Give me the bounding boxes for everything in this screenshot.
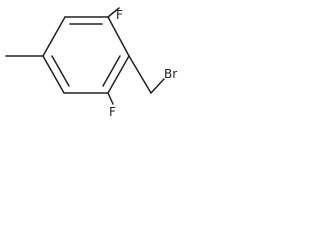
ring-bond-lower-left: [42, 55, 65, 94]
double-bond-right: [102, 55, 121, 87]
double-bond-left: [51, 55, 70, 87]
ring-bond-upper-right: [107, 16, 130, 57]
bond-to-bottom-fluorine: [107, 92, 114, 105]
benzylic-bond: [128, 55, 152, 94]
bond-to-top-fluorine: [107, 7, 120, 18]
fluorine-bottom-label: F: [109, 105, 116, 119]
atom-labels: F F Br: [109, 8, 177, 119]
substituent-bonds: [5, 7, 165, 105]
ring-bonds: [42, 16, 130, 94]
bromine-label: Br: [164, 67, 177, 81]
bond-to-bromine: [150, 78, 165, 94]
ring-bond-upper-left: [42, 16, 66, 57]
ring-bond-lower-right: [107, 55, 130, 94]
molecule-structure: F F Br: [5, 7, 177, 119]
fluorine-top-label: F: [116, 8, 123, 22]
ring-inner-double-bonds: [51, 23, 121, 87]
